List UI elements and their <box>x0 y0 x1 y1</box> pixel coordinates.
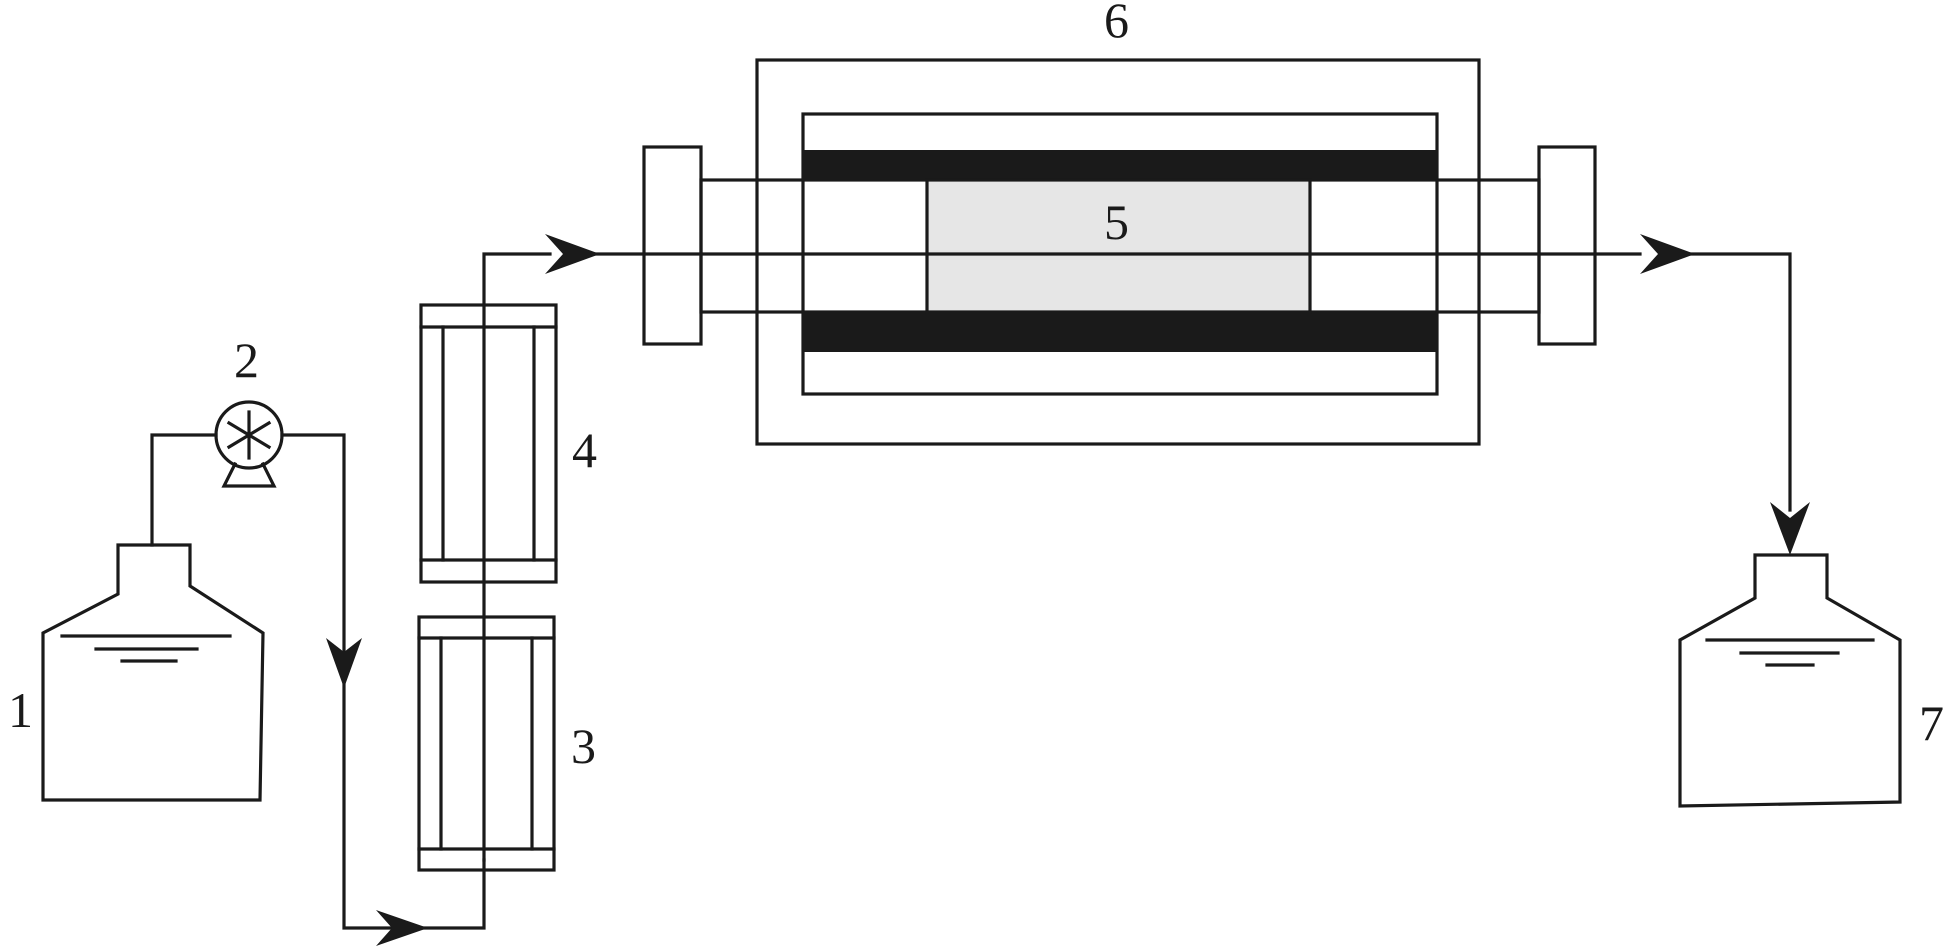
label-heater: 6 <box>1104 0 1129 48</box>
label-sample: 5 <box>1104 194 1129 250</box>
outlet-reservoir <box>1678 553 1902 808</box>
riser-pipe <box>482 234 600 862</box>
inlet-flange <box>642 145 703 346</box>
flow-arrow-right <box>545 234 600 274</box>
label-column-lower: 3 <box>571 718 596 774</box>
outlet-piping <box>594 234 1810 555</box>
column-lower <box>417 615 556 872</box>
outlet-flange <box>1537 145 1597 346</box>
core-holder <box>642 145 1597 352</box>
pump-asterisk <box>226 420 272 450</box>
flow-arrow-right <box>1640 234 1695 274</box>
inlet-piping <box>150 433 486 946</box>
pump-base <box>221 461 277 488</box>
flow-arrow-right <box>376 910 428 946</box>
pump <box>214 400 284 488</box>
heating-element-top <box>803 150 1437 180</box>
sample-core <box>925 178 1312 314</box>
label-pump: 2 <box>234 332 259 388</box>
heating-element-bottom <box>803 312 1437 352</box>
flow-arrow-down <box>326 638 362 688</box>
label-inlet-reservoir: 1 <box>8 682 33 738</box>
column-upper <box>419 303 558 584</box>
label-column-upper: 4 <box>572 422 597 478</box>
label-outlet-reservoir: 7 <box>1919 695 1944 751</box>
inlet-reservoir <box>41 543 265 802</box>
flow-arrow-down <box>1770 502 1810 555</box>
